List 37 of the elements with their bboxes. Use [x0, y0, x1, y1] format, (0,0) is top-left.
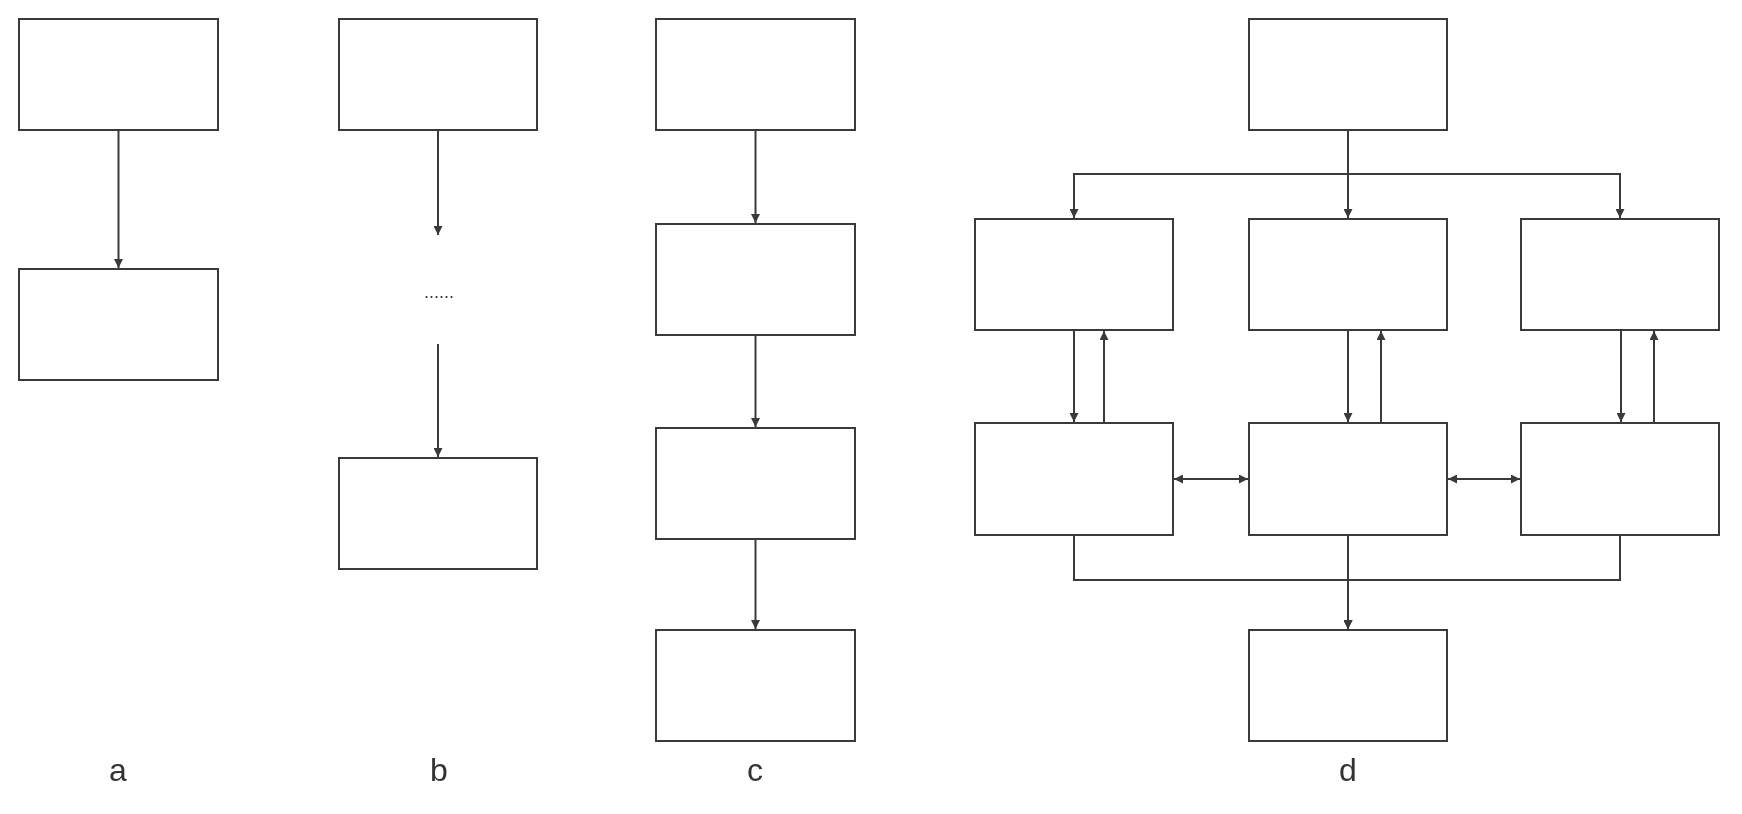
arrow [1173, 474, 1249, 484]
process-box [1248, 629, 1448, 742]
process-box [655, 223, 856, 336]
process-box [1248, 422, 1448, 536]
process-box [1520, 422, 1720, 536]
arrow [1616, 330, 1626, 423]
panel-label: d [1339, 751, 1357, 790]
process-box [655, 427, 856, 540]
process-box [1248, 218, 1448, 331]
arrow [1649, 330, 1659, 423]
arrow [1376, 330, 1386, 423]
arrow [1447, 474, 1521, 484]
arrow [114, 130, 123, 269]
arrow [1069, 330, 1079, 423]
panel-label: c [747, 751, 763, 790]
panel-label: a [109, 751, 127, 790]
arrow [433, 130, 443, 236]
process-box [18, 268, 219, 381]
arrow [1347, 130, 1625, 219]
arrow [1099, 330, 1109, 423]
arrow [433, 343, 443, 458]
panel-label: b [430, 751, 448, 790]
arrow [751, 539, 760, 630]
process-box [974, 218, 1174, 331]
process-box [1248, 18, 1448, 131]
arrow [1343, 535, 1621, 630]
process-box [974, 422, 1174, 536]
arrow [751, 130, 760, 224]
arrow [1343, 330, 1353, 423]
process-box [655, 629, 856, 742]
process-box [655, 18, 856, 131]
process-box [1520, 218, 1720, 331]
process-box [338, 457, 538, 570]
ellipsis-label: ...... [424, 281, 454, 304]
process-box [338, 18, 538, 131]
process-box [18, 18, 219, 131]
arrow [751, 335, 760, 428]
